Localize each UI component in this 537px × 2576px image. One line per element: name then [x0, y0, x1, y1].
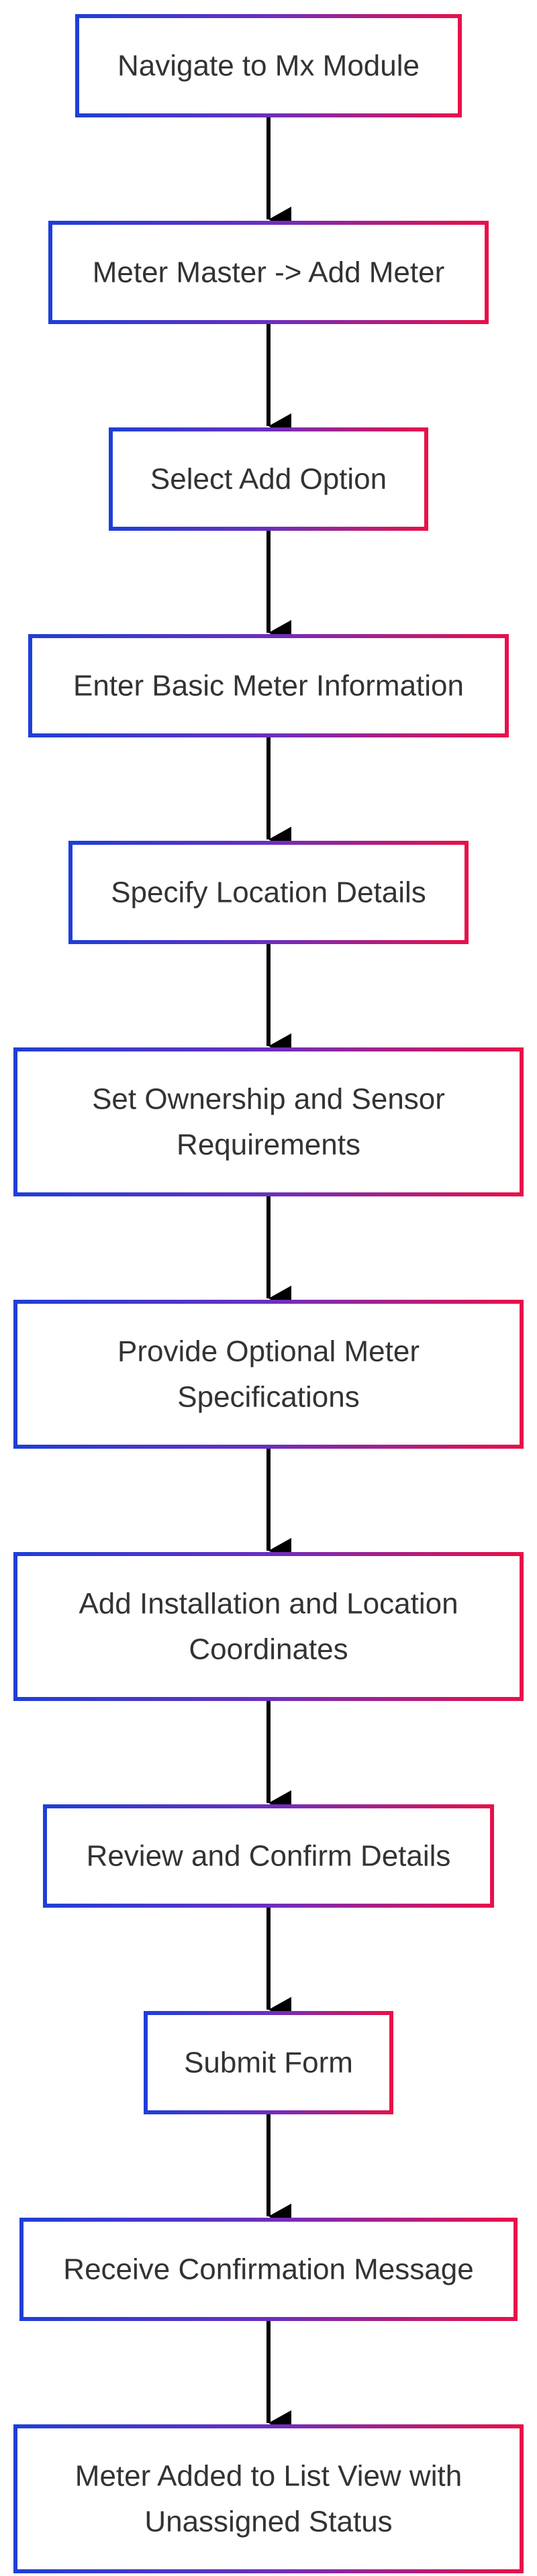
flow-node-label: Unassigned Status: [144, 2506, 392, 2538]
flow-node-box: [28, 634, 509, 737]
flow-node-confirmation: Receive Confirmation Message: [19, 2218, 518, 2321]
flow-node-label: Set Ownership and Sensor: [92, 1083, 445, 1116]
flow-node-box: [13, 1047, 524, 1196]
flow-node-label: Receive Confirmation Message: [63, 2253, 473, 2286]
flow-node-box: [144, 2011, 393, 2114]
flow-node-label: Review and Confirm Details: [87, 1840, 451, 1873]
flow-node-location: Specify Location Details: [68, 841, 469, 944]
flow-node-label: Enter Basic Meter Information: [73, 670, 464, 703]
flow-node-label: Add Installation and Location: [79, 1588, 458, 1620]
flow-node-label: Navigate to Mx Module: [117, 50, 420, 83]
flow-node-box: [75, 14, 462, 117]
flow-node-list-view: Meter Added to List View withUnassigned …: [13, 2424, 524, 2573]
flow-node-label: Specify Location Details: [111, 876, 426, 909]
flow-node-box: [68, 841, 469, 944]
flow-node-box: [48, 221, 489, 324]
flow-node-navigate: Navigate to Mx Module: [75, 14, 462, 117]
flow-node-label: Requirements: [177, 1129, 360, 1162]
flow-node-box: [19, 2218, 518, 2321]
flow-node-review: Review and Confirm Details: [43, 1804, 494, 1908]
flow-node-box: [13, 1300, 524, 1449]
flow-node-box: [109, 427, 428, 531]
flow-node-basic-info: Enter Basic Meter Information: [28, 634, 509, 737]
flow-node-submit: Submit Form: [144, 2011, 393, 2114]
flow-node-box: [13, 2424, 524, 2573]
flow-node-box: [13, 1552, 524, 1701]
flow-node-select-add: Select Add Option: [109, 427, 428, 531]
flow-node-label: Meter Added to List View with: [75, 2460, 462, 2493]
flow-node-label: Specifications: [177, 1381, 359, 1414]
flow-node-label: Coordinates: [189, 1633, 348, 1666]
flow-node-label: Submit Form: [184, 2047, 353, 2079]
flow-node-box: [43, 1804, 494, 1908]
flow-node-meter-master: Meter Master -> Add Meter: [48, 221, 489, 324]
flow-node-label: Meter Master -> Add Meter: [93, 256, 445, 289]
flow-node-label: Select Add Option: [150, 463, 387, 496]
flow-node-label: Provide Optional Meter: [117, 1335, 420, 1368]
